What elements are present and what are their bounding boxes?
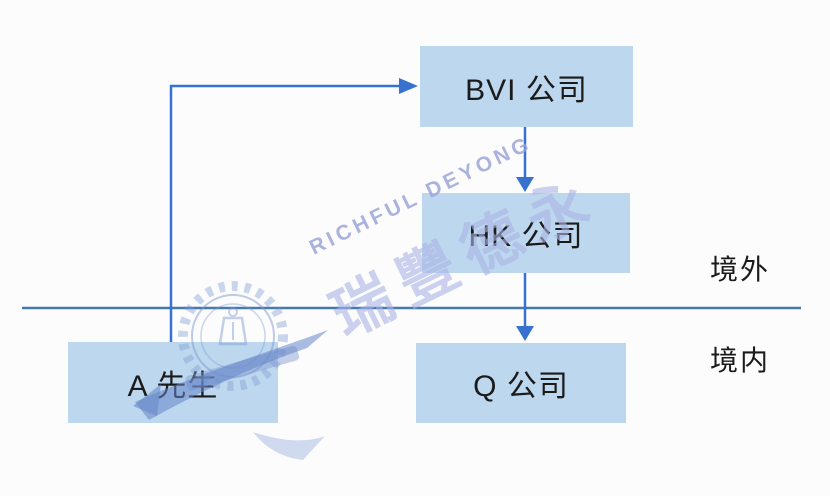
label-onshore: 境内 — [709, 345, 770, 376]
label-offshore: 境外 — [709, 254, 770, 285]
node-q-company: Q 公司 — [416, 343, 626, 423]
node-bvi-label: BVI 公司 — [465, 73, 588, 107]
arrowhead-hk-to-q — [516, 326, 534, 341]
node-hk-label: HK 公司 — [468, 220, 584, 253]
node-q-label: Q 公司 — [473, 370, 569, 403]
arrowhead-bvi-to-hk — [516, 177, 534, 192]
node-bvi-company: BVI 公司 — [420, 46, 633, 127]
edge-mra-to-bvi — [169, 84, 401, 342]
node-hk-company: HK 公司 — [422, 193, 630, 273]
arrowhead-mra-to-bvi — [399, 78, 418, 94]
